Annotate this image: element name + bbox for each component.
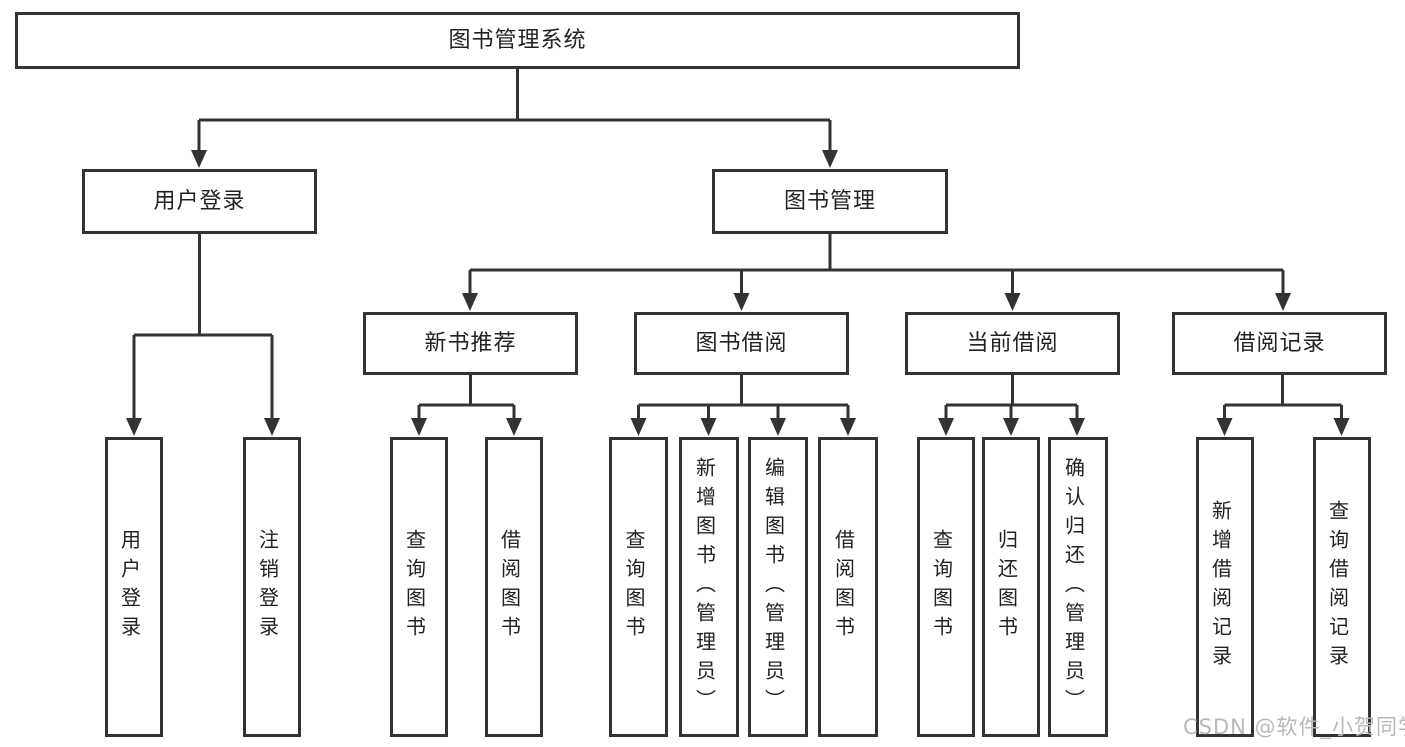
node-book-borrow: 图书借阅: [634, 312, 849, 375]
leaf-borrow-edit-books-admin-label: 编辑图书（管理员）: [761, 456, 786, 718]
leaf-logout-label: 注销登录: [255, 529, 280, 645]
leaf-borrow-edit-books-admin: 编辑图书（管理员）: [748, 437, 808, 737]
leaf-records-add-record: 新增借阅记录: [1196, 437, 1254, 737]
leaf-borrow-add-books-admin: 新增图书（管理员）: [679, 437, 739, 737]
leaf-borrow-add-books-admin-label: 新增图书（管理员）: [692, 456, 717, 718]
node-user-login: 用户登录: [82, 169, 317, 234]
leaf-borrow-borrow-books: 借阅图书: [818, 437, 878, 737]
node-book-management: 图书管理: [712, 169, 948, 234]
node-current-borrow: 当前借阅: [905, 312, 1120, 375]
watermark: CSDN @软件_小贺同学: [1183, 715, 1405, 739]
leaf-borrow-query-books: 查询图书: [609, 437, 668, 737]
leaf-records-query-record: 查询借阅记录: [1313, 437, 1371, 737]
node-root-library-management-system: 图书管理系统: [15, 12, 1020, 69]
leaf-logout: 注销登录: [243, 437, 301, 737]
leaf-borrow-borrow-books-label: 借阅图书: [831, 529, 856, 645]
node-new-book-recommend: 新书推荐: [363, 312, 578, 375]
leaf-current-confirm-return-admin-label: 确认归还（管理员）: [1061, 456, 1086, 718]
leaf-current-query-books-label: 查询图书: [929, 529, 954, 645]
leaf-borrow-query-books-label: 查询图书: [622, 529, 646, 645]
node-borrow-records: 借阅记录: [1172, 312, 1387, 375]
leaf-user-login-label: 用户登录: [117, 529, 142, 645]
leaf-current-return-books-label: 归还图书: [994, 529, 1019, 645]
leaf-records-query-record-label: 查询借阅记录: [1325, 500, 1350, 674]
leaf-recommend-borrow-books-label: 借阅图书: [497, 529, 522, 645]
leaf-recommend-query-books: 查询图书: [390, 437, 448, 737]
leaf-recommend-query-books-label: 查询图书: [402, 529, 427, 645]
leaf-current-query-books: 查询图书: [917, 437, 975, 737]
leaf-user-login: 用户登录: [105, 437, 163, 737]
leaf-recommend-borrow-books: 借阅图书: [485, 437, 543, 737]
leaf-records-add-record-label: 新增借阅记录: [1208, 500, 1233, 674]
leaf-current-confirm-return-admin: 确认归还（管理员）: [1048, 437, 1108, 737]
leaf-current-return-books: 归还图书: [982, 437, 1040, 737]
